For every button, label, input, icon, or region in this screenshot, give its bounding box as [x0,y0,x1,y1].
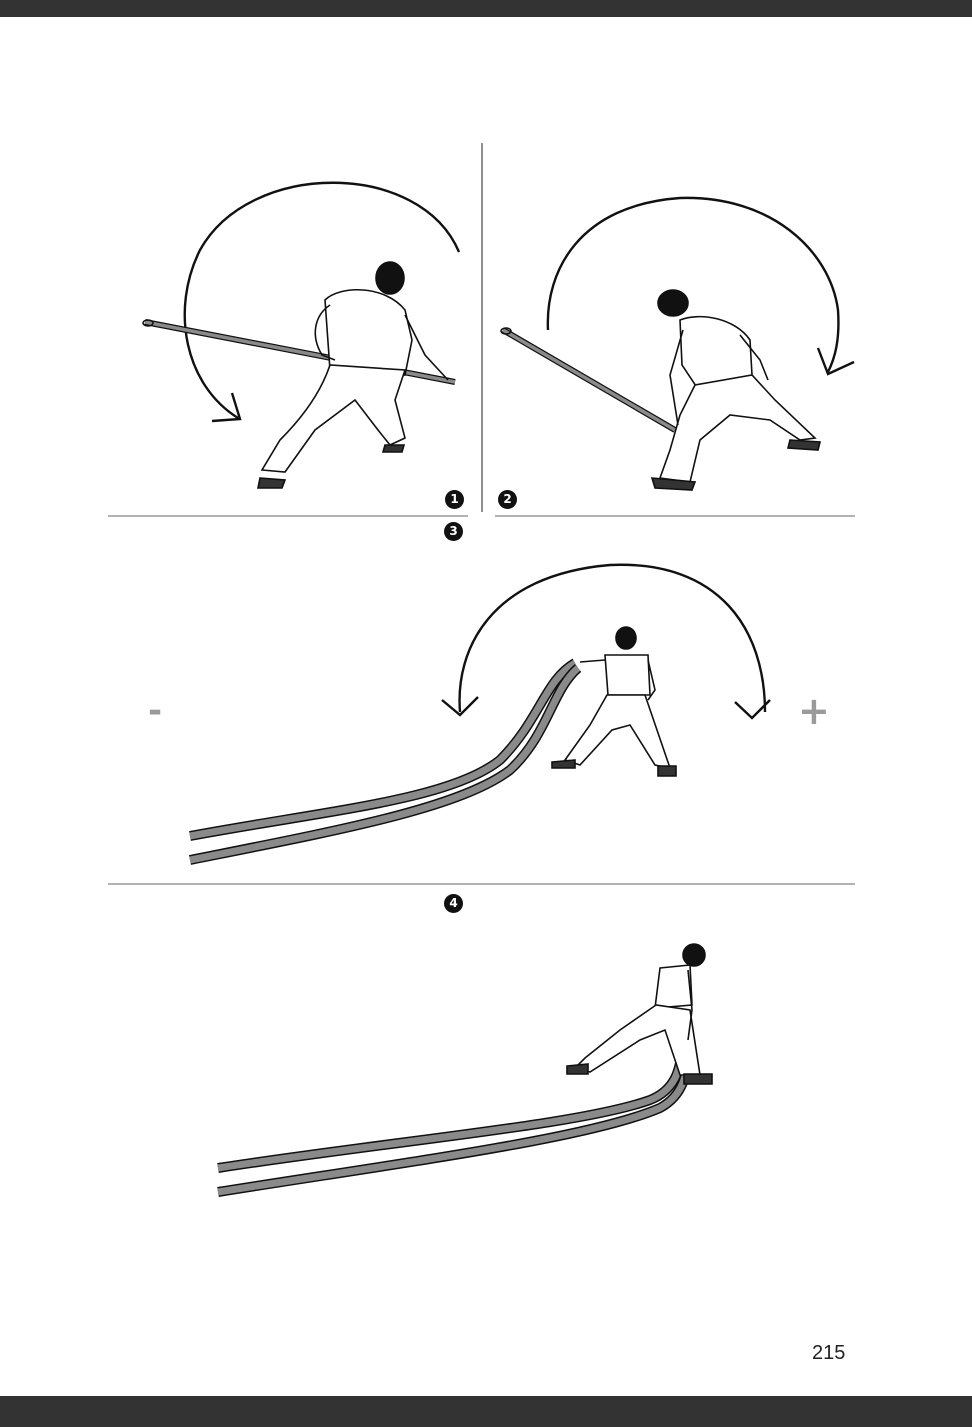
panel-4-illustration [217,943,713,1197]
top-bar [0,0,972,17]
step-4-badge: 4 [444,894,463,913]
panel-3-illustration [189,563,771,865]
athlete-4 [566,943,713,1085]
athlete-3 [551,626,677,777]
rotation-arrow-1 [183,181,461,420]
rotation-arrow-2 [546,196,840,373]
rotation-arrow-3 [458,563,767,713]
rope-3a [189,658,578,841]
minus-sign: - [148,691,163,731]
page-number: 215 [812,1342,846,1364]
plus-sign: + [798,689,830,733]
athlete-1 [257,261,449,489]
panel-2-illustration [500,196,855,491]
panel-1-illustration [142,181,461,489]
athlete-2 [650,289,822,491]
bottom-bar [0,1396,972,1427]
step-2-badge: 2 [498,490,517,509]
step-3-badge: 3 [444,522,463,541]
step-1-badge: 1 [445,490,464,509]
